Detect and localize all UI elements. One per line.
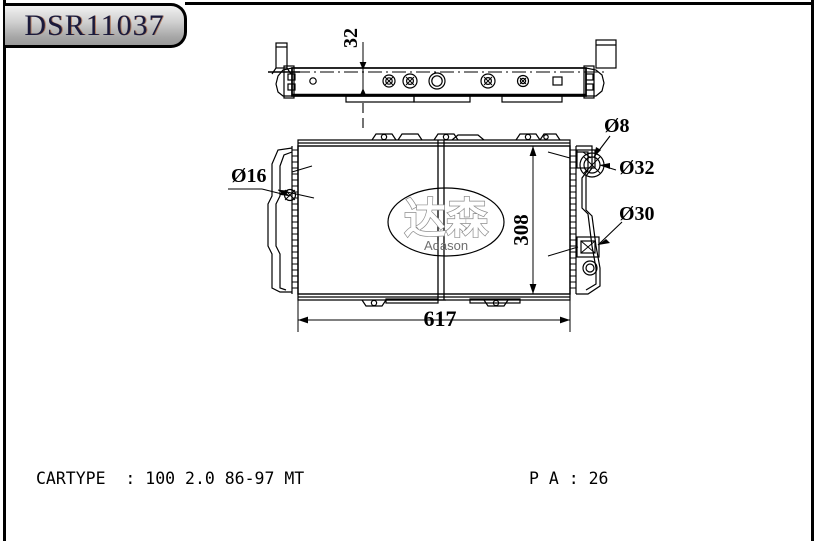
dimension-label-diameter-16: Ø16 xyxy=(231,165,267,187)
dimension-label-diameter-32: Ø32 xyxy=(619,157,655,179)
dimension-label-diameter-8: Ø8 xyxy=(604,115,630,137)
spec-row-pa: P A : 26 xyxy=(529,466,678,492)
spec-column-left: CARTYPE : 100 2.0 86-97 MT CORE SIZE : 6… xyxy=(36,414,304,541)
top-view-assembly xyxy=(268,39,617,103)
frame-border-left xyxy=(3,0,6,541)
dimension-core-height xyxy=(529,146,537,294)
dimension-label-617: 617 xyxy=(424,306,457,331)
dimension-label-32: 32 xyxy=(340,28,362,48)
spec-column-right: P A : 26 DPI : OEM : 447121251 NISSENS: … xyxy=(529,414,678,541)
upper-right-outlet-port xyxy=(576,149,605,178)
logo-latin-text: Adason xyxy=(424,238,468,253)
frame-border-right xyxy=(811,0,814,541)
dimension-label-308: 308 xyxy=(509,214,533,246)
part-number-label: DSR11037 xyxy=(24,8,165,42)
brand-logo xyxy=(387,187,505,257)
part-number-tab: DSR11037 xyxy=(5,3,187,48)
logo-chinese-text: 达森 xyxy=(404,194,489,243)
dimension-label-diameter-30: Ø30 xyxy=(619,203,655,225)
frame-border-top xyxy=(185,2,811,5)
spec-cartype-line: CARTYPE : 100 2.0 86-97 MT xyxy=(36,469,305,488)
dimension-leaders xyxy=(228,135,623,257)
spec-pa-line: P A : 26 xyxy=(529,469,609,488)
spec-row-cartype: CARTYPE : 100 2.0 86-97 MT xyxy=(36,466,304,492)
front-view-assembly xyxy=(267,133,605,307)
